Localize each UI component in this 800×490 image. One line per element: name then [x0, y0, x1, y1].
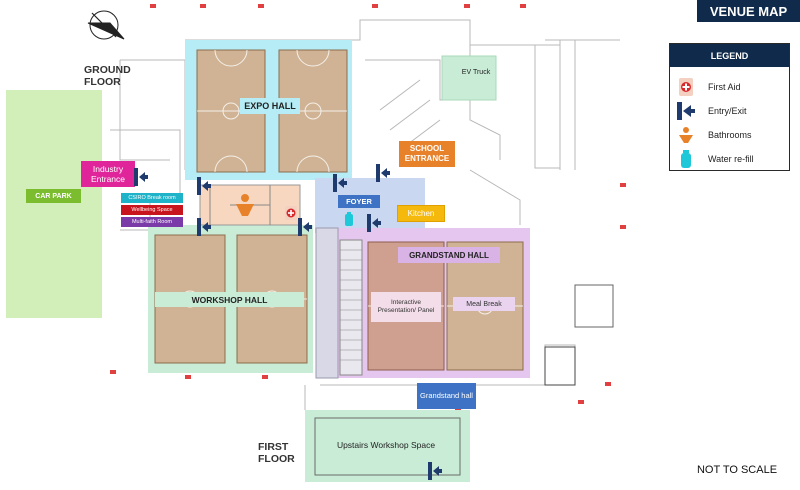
first-aid-icon: [676, 77, 696, 97]
foyer-label[interactable]: FOYER: [338, 195, 380, 208]
legend: LEGEND First Aid Entry/Exit Bathrooms Wa…: [669, 43, 790, 171]
entry-exit-icon: [197, 177, 211, 200]
entry-exit-icon: [376, 164, 390, 187]
legend-label: Entry/Exit: [708, 106, 747, 116]
water-refill-icon: [676, 149, 696, 169]
ev-truck-label[interactable]: EV Truck: [461, 68, 491, 76]
industry-entrance-label[interactable]: Industry Entrance: [81, 161, 135, 187]
kitchen-label[interactable]: Kitchen: [397, 205, 445, 222]
workshop-hall-label[interactable]: WORKSHOP HALL: [155, 292, 304, 307]
grandstand-hall-link[interactable]: Grandstand hall: [417, 383, 476, 409]
entry-exit-icon: [676, 101, 696, 121]
entry-exit-icon: [134, 168, 148, 191]
multi-faith-room-label[interactable]: Multi-faith Room: [121, 217, 183, 227]
map-title: VENUE MAP: [697, 0, 800, 22]
interactive-presentation-label[interactable]: Interactive Presentation/ Panel: [371, 292, 441, 322]
entry-exit-icon: [197, 218, 211, 241]
csiro-break-room-label[interactable]: CSIRO Break room: [121, 193, 183, 203]
expo-hall-label[interactable]: EXPO HALL: [240, 98, 300, 114]
legend-heading: LEGEND: [670, 44, 789, 67]
first-aid-icon: [285, 206, 297, 225]
entry-exit-icon: [428, 462, 442, 485]
school-entrance-label[interactable]: SCHOOL ENTRANCE: [399, 141, 455, 167]
bathroom-icon: [234, 192, 256, 223]
bathroom-icon: [676, 125, 696, 145]
entry-exit-icon: [367, 214, 381, 237]
legend-item-entry-exit: Entry/Exit: [676, 101, 788, 121]
legend-label: First Aid: [708, 82, 741, 92]
legend-label: Water re-fill: [708, 154, 754, 164]
water-refill-icon: [345, 212, 353, 231]
first-floor-label: FIRST FLOOR: [258, 441, 295, 465]
entry-exit-icon: [333, 174, 347, 197]
entry-exit-icon: [298, 218, 312, 241]
grandstand-hall-label[interactable]: GRANDSTAND HALL: [398, 247, 500, 263]
legend-item-bathrooms: Bathrooms: [676, 125, 788, 145]
not-to-scale-note: NOT TO SCALE: [696, 464, 778, 476]
legend-label: Bathrooms: [708, 130, 752, 140]
legend-item-water: Water re-fill: [676, 149, 788, 169]
ground-floor-label: GROUND FLOOR: [84, 64, 131, 88]
meal-break-label[interactable]: Meal Break: [453, 297, 515, 311]
wellbeing-space-label[interactable]: Wellbeing Space: [121, 205, 183, 215]
car-park-label[interactable]: CAR PARK: [26, 189, 81, 203]
legend-item-first-aid: First Aid: [676, 77, 788, 97]
upstairs-workshop-label[interactable]: Upstairs Workshop Space: [336, 440, 436, 450]
